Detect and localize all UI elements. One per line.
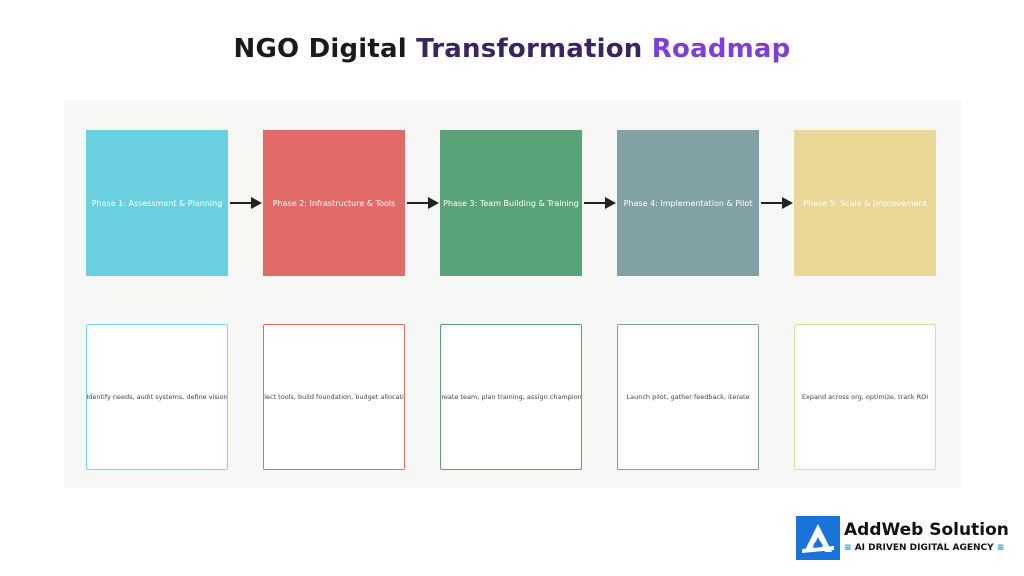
phase-4-description-box: Launch pilot, gather feedback, iterate [617,324,759,470]
brand-name: AddWeb Solution [844,520,1009,540]
arrow-right-icon [761,197,793,209]
arrow-right-icon [584,197,616,209]
phase-4-label: Phase 4: Implementation & Pilot [623,198,753,208]
phase-1-box: Phase 1: Assessment & Planning [86,130,228,276]
lines-deco-icon: ≡ [996,543,1005,553]
brand-tagline: ≡ AI DRIVEN DIGITAL AGENCY ≡ [844,543,1004,553]
phase-1-label: Phase 1: Assessment & Planning [91,198,223,208]
lines-deco-icon: ≡ [844,543,852,553]
phase-3-description: Create team, plan training, assign champ… [440,393,582,401]
phase-1-description-box: Identify needs, audit systems, define vi… [86,324,228,470]
phase-4-description: Launch pilot, gather feedback, iterate [626,393,750,401]
phase-4-box: Phase 4: Implementation & Pilot [617,130,759,276]
phase-2-description-box: Select tools, build foundation, budget a… [263,324,405,470]
title-part-1: NGO Digital [233,34,407,64]
phase-5-description-box: Expand across org, optimize, track ROI [794,324,936,470]
phase-3-label: Phase 3: Team Building & Training [443,198,579,208]
arrow-right-icon [230,197,262,209]
phase-5-description: Expand across org, optimize, track ROI [801,393,929,401]
phase-2-label: Phase 2: Infrastructure & Tools [272,198,396,208]
phase-2-description: Select tools, build foundation, budget a… [263,393,405,401]
phase-1-description: Identify needs, audit systems, define vi… [86,393,228,401]
phase-5-label: Phase 5: Scale & Improvement [803,198,927,208]
addweb-logo-icon [796,516,840,560]
phase-3-box: Phase 3: Team Building & Training [440,130,582,276]
brand-tagline-text: AI DRIVEN DIGITAL AGENCY [854,543,994,553]
phase-2-box: Phase 2: Infrastructure & Tools [263,130,405,276]
title-part-2: Transformation [416,34,643,64]
arrow-right-icon [407,197,439,209]
title-part-3: Roadmap [651,34,791,64]
phase-3-description-box: Create team, plan training, assign champ… [440,324,582,470]
phase-5-box: Phase 5: Scale & Improvement [794,130,936,276]
page-title: NGO Digital Transformation Roadmap [0,34,1024,64]
roadmap-diagram: Phase 1: Assessment & Planning Phase 2: … [64,100,961,488]
